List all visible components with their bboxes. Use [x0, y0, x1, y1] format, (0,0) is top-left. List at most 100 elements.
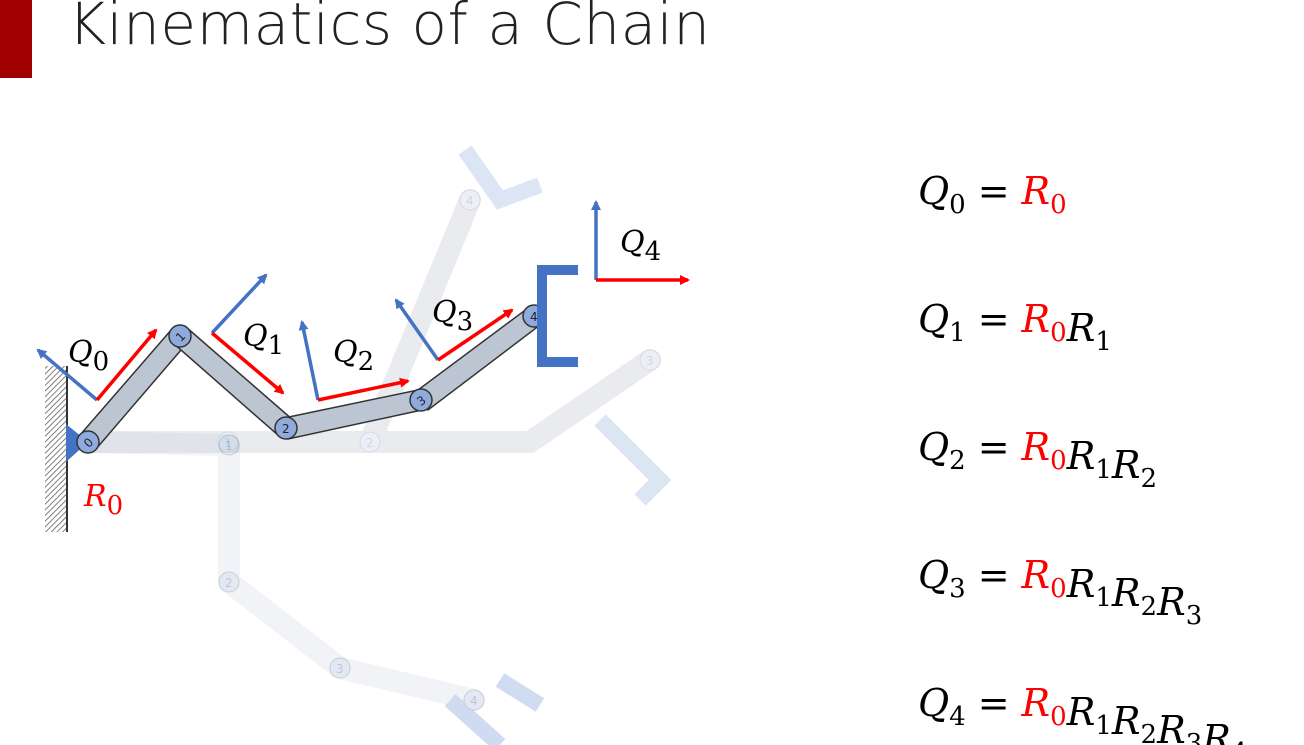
- ghost-link: [519, 349, 661, 453]
- equation-3: Q3=R0R1R2R3: [918, 553, 1202, 631]
- ghost-link: [329, 657, 485, 711]
- equations: Q0=R0Q1=R0R1Q2=R0R1R2Q3=R0R1R2R3Q4=R0R1R…: [918, 169, 1247, 745]
- equation-term: R: [1066, 434, 1096, 478]
- ghost-chain-lower: 1 2 3 4: [77, 431, 545, 745]
- equation-term: R: [1021, 297, 1051, 341]
- joint-3: [409, 388, 433, 412]
- equation-term-subscript: 0: [1050, 446, 1067, 476]
- ghost-joint-label: 3: [336, 662, 344, 676]
- ghost-gripper: [458, 145, 543, 210]
- ghost-link: [77, 431, 240, 456]
- ghost-joint: [218, 434, 240, 456]
- equation-term: R: [1021, 425, 1051, 469]
- ghost-gripper: [594, 414, 672, 506]
- equation-lhs: Q: [918, 553, 949, 597]
- ghost-gripper: [444, 673, 545, 745]
- equation-equals: =: [978, 169, 1010, 213]
- equation-term-subscript: 2: [1141, 592, 1158, 622]
- equation-term-subscript: 1: [1095, 711, 1112, 741]
- joint-1: [168, 324, 192, 348]
- equation-term: R: [1021, 681, 1051, 725]
- rotation-arrows: [95, 275, 690, 402]
- frame-1-axis: [210, 273, 268, 335]
- joint-0: [76, 430, 100, 454]
- ghost-joint: [639, 349, 661, 371]
- equation-term-subscript: 0: [1050, 318, 1067, 348]
- equation-term: R: [1066, 690, 1096, 734]
- equation-lhs-subscript: 0: [949, 190, 966, 220]
- equation-equals: =: [978, 553, 1010, 597]
- equation-term: R: [1066, 562, 1096, 606]
- equation-term-subscript: 2: [1141, 720, 1158, 745]
- equation-term: R: [1201, 717, 1231, 745]
- equation-term-subscript: 1: [1095, 583, 1112, 613]
- label-q1: Q1: [243, 319, 284, 361]
- ghost-joint-label: 3: [646, 354, 654, 368]
- equation-1: Q1=R0R1: [918, 297, 1112, 357]
- equation-0: Q0=R0: [918, 169, 1067, 220]
- equation-term-subscript: 1: [1095, 455, 1112, 485]
- equation-term-subscript: 0: [1050, 190, 1067, 220]
- ghost-joint: [463, 689, 485, 711]
- ghost-joint-label: 1: [224, 436, 232, 450]
- equation-term: R: [1021, 553, 1051, 597]
- equation-term-subscript: 1: [1095, 327, 1112, 357]
- equation-lhs: Q: [918, 297, 949, 341]
- equation-equals: =: [978, 297, 1010, 341]
- rotation-arrow-1: [210, 331, 285, 395]
- equation-term-subscript: 3: [1186, 729, 1203, 745]
- equation-2: Q2=R0R1R2: [918, 425, 1157, 494]
- equation-term-subscript: 0: [1050, 574, 1067, 604]
- label-r0: R0: [83, 479, 123, 521]
- rotation-arrow-0: [95, 328, 158, 402]
- equation-lhs-subscript: 4: [949, 702, 966, 732]
- rotation-arrow-2: [317, 377, 410, 402]
- equation-term: R: [1066, 306, 1096, 350]
- equation-equals: =: [978, 425, 1010, 469]
- ghost-chain-upper: 1 2 4 3: [77, 145, 672, 506]
- equation-lhs-subscript: 2: [949, 446, 966, 476]
- frame-axes: [36, 200, 601, 402]
- equation-4: Q4=R0R1R2R3R4: [918, 681, 1247, 745]
- equation-lhs: Q: [918, 681, 949, 725]
- ghost-joint: [329, 657, 351, 679]
- label-q2: Q2: [333, 335, 374, 377]
- ghost-joint: [459, 189, 481, 211]
- joint-4-label: 4: [530, 310, 538, 324]
- equation-term: R: [1111, 571, 1141, 615]
- equation-lhs-subscript: 1: [949, 318, 966, 348]
- equation-lhs: Q: [918, 169, 949, 213]
- frame-2-axis: [298, 320, 320, 401]
- ground-wall: [45, 366, 67, 532]
- ghost-joint-label: 2: [366, 436, 374, 450]
- rotation-arrow-3: [437, 308, 514, 362]
- equation-term-subscript: 4: [1231, 738, 1248, 745]
- equation-term: R: [1156, 580, 1186, 624]
- end-effector-gripper: [537, 265, 578, 367]
- page-title: Kinematics of a Chain: [68, 0, 711, 58]
- equation-lhs-subscript: 3: [949, 574, 966, 604]
- frame-0-axis: [36, 348, 99, 402]
- title-accent-bar: [0, 0, 32, 78]
- equation-term-subscript: 3: [1186, 601, 1203, 631]
- label-q3: Q3: [432, 295, 473, 337]
- label-q4: Q4: [620, 225, 661, 267]
- ghost-joint: [217, 431, 239, 453]
- equation-equals: =: [978, 681, 1010, 725]
- frame-3-axis: [394, 298, 440, 362]
- equation-term: R: [1021, 169, 1051, 213]
- equation-term-subscript: 2: [1141, 464, 1158, 494]
- equation-term: R: [1156, 708, 1186, 745]
- ghost-joint-label: 4: [466, 194, 474, 208]
- ghost-joint-label: 1: [225, 439, 233, 453]
- equation-term: R: [1111, 699, 1141, 743]
- ghost-joint: [218, 571, 240, 593]
- joint-2: [274, 416, 298, 440]
- joint-2-label: 2: [282, 422, 290, 436]
- equation-term: R: [1111, 443, 1141, 487]
- equation-term-subscript: 0: [1050, 702, 1067, 732]
- equation-lhs: Q: [918, 425, 949, 469]
- ghost-joint-label: 4: [470, 694, 478, 708]
- ghost-joint: [359, 431, 381, 453]
